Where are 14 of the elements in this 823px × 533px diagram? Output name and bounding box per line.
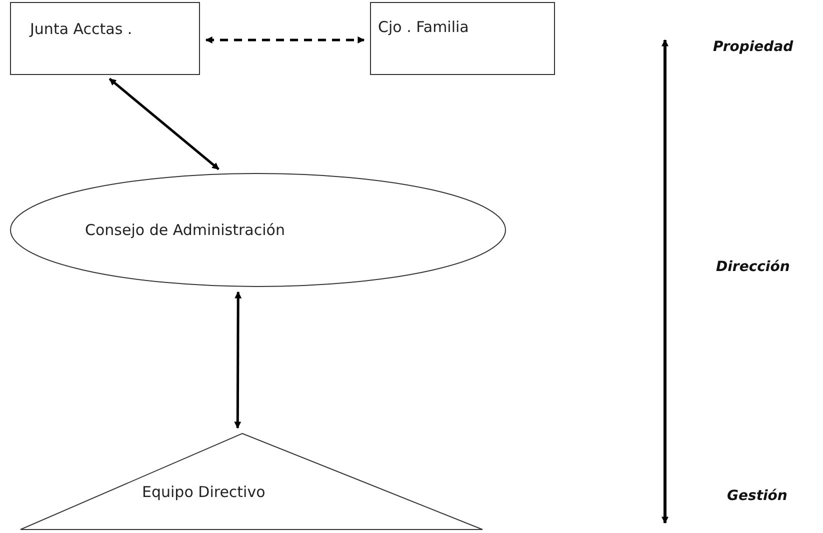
scale-label: Gestión — [727, 488, 788, 504]
arrow — [234, 291, 242, 429]
scale-label: Dirección — [716, 259, 790, 275]
node-label: Junta Acctas . — [30, 20, 132, 38]
scale-label: Propiedad — [713, 39, 794, 55]
process-box — [10, 2, 200, 75]
node-label: Equipo Directivo — [142, 483, 266, 501]
arrow — [108, 78, 220, 170]
triangle-node — [20, 433, 483, 530]
node-label: Consejo de Administración — [85, 221, 285, 239]
arrow — [205, 36, 365, 44]
process-box — [370, 2, 555, 75]
ellipse-node — [10, 173, 506, 287]
node-label: Cjo . Familia — [378, 18, 469, 36]
